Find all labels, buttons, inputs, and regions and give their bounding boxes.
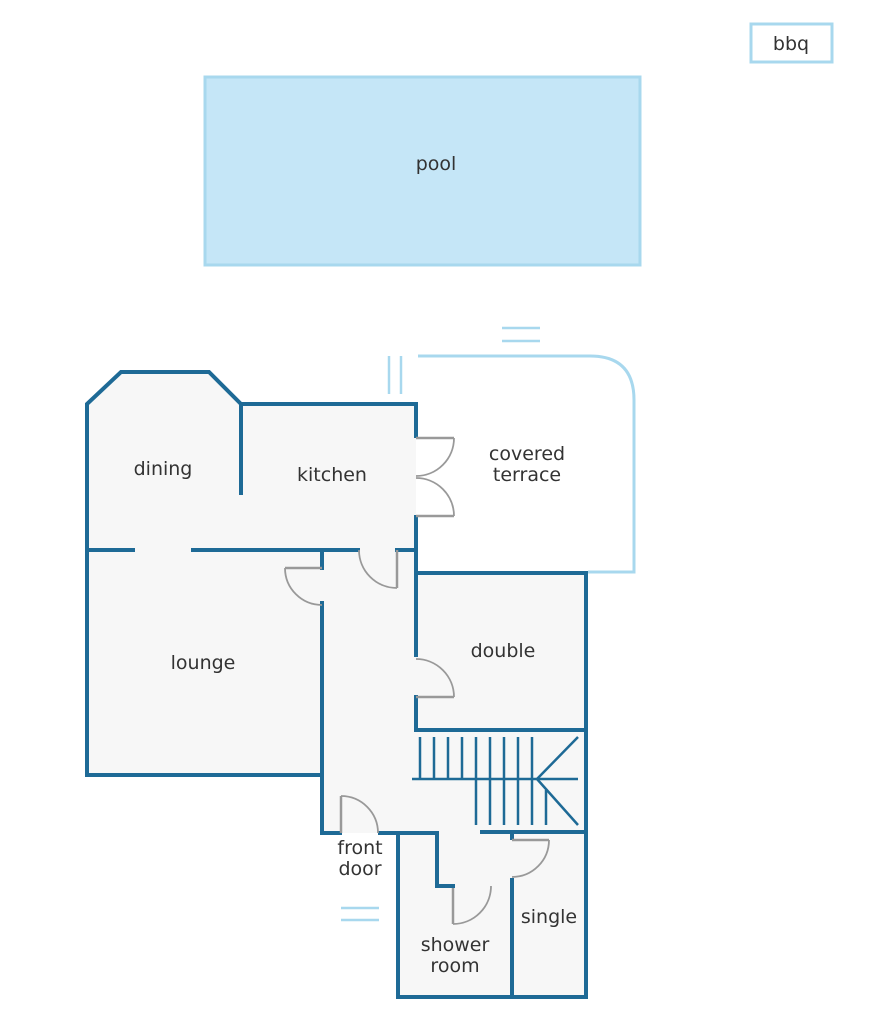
shower-room-label-line2: room — [430, 955, 479, 977]
staircase — [412, 736, 579, 826]
double-bedroom-outer-wall — [378, 571, 588, 999]
terrace-double-door[interactable] — [415, 436, 455, 518]
front-door[interactable] — [339, 795, 379, 834]
kitchen-label: kitchen — [297, 464, 367, 486]
front-door-label-line2: door — [338, 858, 381, 880]
dining-label: dining — [134, 458, 193, 480]
covered-terrace-label-line1: covered — [489, 443, 565, 465]
bbq-area — [749, 22, 834, 64]
exterior-wall — [85, 370, 418, 777]
bbq-label: bbq — [773, 33, 809, 55]
single-label: single — [521, 906, 577, 928]
shower-room-label-line1: shower — [421, 934, 490, 956]
entrance-window — [341, 906, 379, 922]
covered-terrace-outline — [418, 354, 636, 574]
terrace-window-left — [387, 356, 403, 394]
pool-area — [203, 75, 642, 267]
single-bedroom-door[interactable] — [511, 838, 550, 878]
terrace-window-top — [502, 326, 540, 343]
pool-label: pool — [416, 153, 457, 175]
lounge-label: lounge — [171, 652, 236, 674]
lounge-door[interactable] — [284, 566, 323, 606]
double-label: double — [471, 640, 536, 662]
front-door-label-line1: front — [337, 837, 382, 859]
kitchen-hall-door[interactable] — [358, 549, 399, 589]
lounge-south-wall — [85, 773, 342, 835]
double-bedroom-door[interactable] — [415, 658, 455, 699]
covered-terrace-label-line2: terrace — [493, 464, 561, 486]
shower-room-door[interactable] — [435, 884, 492, 925]
main-floor — [87, 372, 586, 997]
